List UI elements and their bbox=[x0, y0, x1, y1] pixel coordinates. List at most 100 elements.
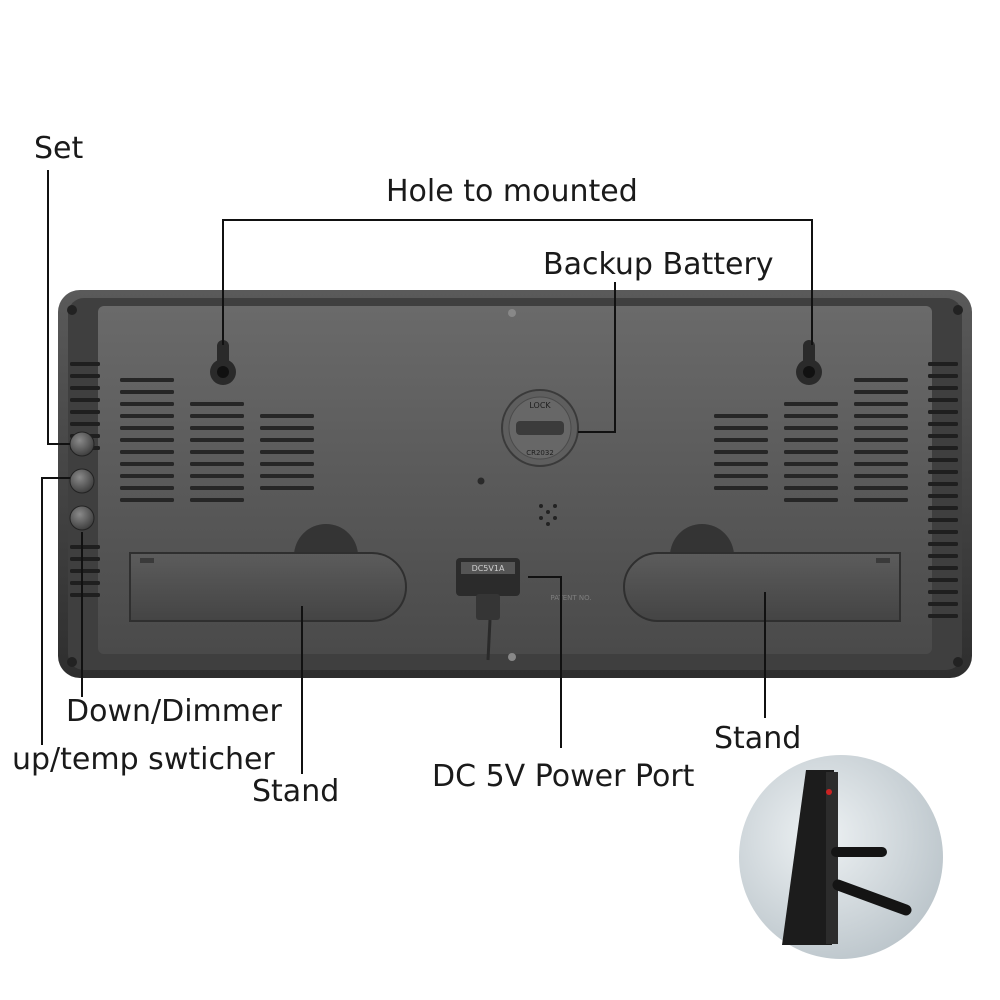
vent-slot bbox=[190, 402, 244, 406]
vent-slot bbox=[70, 581, 100, 585]
vent-slot bbox=[928, 494, 958, 498]
vent-slot bbox=[784, 402, 838, 406]
vent-slot bbox=[120, 498, 174, 502]
vent-slot bbox=[120, 426, 174, 430]
vent-slot bbox=[714, 486, 768, 490]
vent-slot bbox=[70, 557, 100, 561]
vent-slot bbox=[120, 462, 174, 466]
vent-slot bbox=[260, 474, 314, 478]
vent-slot bbox=[784, 462, 838, 466]
vent-slot bbox=[928, 578, 958, 582]
vent-slot bbox=[120, 438, 174, 442]
vent-slot bbox=[70, 410, 100, 414]
vent-slot bbox=[190, 438, 244, 442]
vent-slot bbox=[714, 462, 768, 466]
vent-slot bbox=[854, 426, 908, 430]
leader-lines bbox=[41, 170, 813, 774]
vent-slot bbox=[784, 414, 838, 418]
vent-slot bbox=[854, 390, 908, 394]
vent-slot bbox=[260, 426, 314, 430]
vent-slot bbox=[784, 450, 838, 454]
label-stand-right: Stand bbox=[714, 721, 802, 756]
vent-slot bbox=[120, 450, 174, 454]
vent-slot bbox=[854, 486, 908, 490]
vent-slot bbox=[854, 414, 908, 418]
vent-slot bbox=[260, 486, 314, 490]
vent-slot bbox=[854, 498, 908, 502]
vent-slot bbox=[120, 486, 174, 490]
vent-slot bbox=[70, 374, 100, 378]
vent-slot bbox=[928, 530, 958, 534]
vent-slot bbox=[190, 426, 244, 430]
vent-slot bbox=[120, 378, 174, 382]
stand-right bbox=[623, 552, 901, 622]
vent-slot bbox=[260, 462, 314, 466]
port-rating-text: DC5V1A bbox=[472, 564, 505, 573]
dc-power-port: DC5V1A bbox=[456, 558, 520, 661]
vent-slot bbox=[928, 482, 958, 486]
vent-slot bbox=[928, 458, 958, 462]
vent-slot bbox=[928, 554, 958, 558]
set-button[interactable] bbox=[69, 431, 95, 457]
vent-slot bbox=[854, 450, 908, 454]
label-hole-to-mounted: Hole to mounted bbox=[386, 174, 638, 209]
vent-slot bbox=[714, 450, 768, 454]
vent-slot bbox=[928, 602, 958, 606]
vent-slot bbox=[928, 410, 958, 414]
vent-slot bbox=[120, 402, 174, 406]
vent-slot bbox=[70, 398, 100, 402]
vent-slot bbox=[854, 438, 908, 442]
vent-slot bbox=[928, 398, 958, 402]
leader-battery bbox=[578, 282, 616, 433]
vent-slot bbox=[928, 470, 958, 474]
vent-slot bbox=[928, 386, 958, 390]
vent-slot bbox=[714, 438, 768, 442]
leader-dc bbox=[528, 576, 562, 748]
stand-left bbox=[129, 552, 407, 622]
mounting-hole-left bbox=[210, 340, 236, 385]
vent-slot bbox=[854, 462, 908, 466]
vent-slot bbox=[928, 422, 958, 426]
vent-slot bbox=[190, 474, 244, 478]
vent-slot bbox=[120, 390, 174, 394]
vent-slot bbox=[928, 590, 958, 594]
vent-slot bbox=[260, 414, 314, 418]
vent-slot bbox=[70, 593, 100, 597]
vent-slot bbox=[784, 474, 838, 478]
vent-slot bbox=[70, 569, 100, 573]
screw-hole bbox=[477, 477, 485, 485]
stand-photo-inset bbox=[739, 755, 943, 959]
vent-slot bbox=[190, 414, 244, 418]
vent-slot bbox=[784, 438, 838, 442]
speaker-holes bbox=[539, 504, 557, 526]
label-backup-battery: Backup Battery bbox=[543, 247, 774, 282]
vent-slot bbox=[714, 474, 768, 478]
up-temp-switcher-button[interactable] bbox=[69, 505, 95, 531]
vent-slot bbox=[70, 386, 100, 390]
vent-slot bbox=[928, 374, 958, 378]
vent-slot bbox=[784, 426, 838, 430]
vent-slot bbox=[928, 542, 958, 546]
battery-cell-text: CR2032 bbox=[526, 449, 554, 457]
label-dc-power-port: DC 5V Power Port bbox=[432, 759, 695, 794]
vent-slot bbox=[190, 462, 244, 466]
vent-slot bbox=[190, 450, 244, 454]
label-set: Set bbox=[34, 131, 84, 166]
vent-slot bbox=[190, 498, 244, 502]
vent-slot bbox=[120, 414, 174, 418]
down-dimmer-button[interactable] bbox=[69, 468, 95, 494]
side-vent-right bbox=[928, 362, 958, 618]
vent-slot bbox=[70, 422, 100, 426]
vent-slot bbox=[714, 414, 768, 418]
vent-slot bbox=[190, 486, 244, 490]
panel-vents bbox=[120, 378, 908, 502]
vent-slot bbox=[928, 614, 958, 618]
label-stand-left: Stand bbox=[252, 774, 340, 809]
vent-slot bbox=[714, 426, 768, 430]
mounting-hole-right bbox=[796, 340, 822, 385]
patent-text: PATENT NO. bbox=[550, 594, 591, 602]
label-down-dimmer: Down/Dimmer bbox=[66, 694, 282, 729]
vent-slot bbox=[260, 450, 314, 454]
leader-up bbox=[41, 477, 70, 745]
